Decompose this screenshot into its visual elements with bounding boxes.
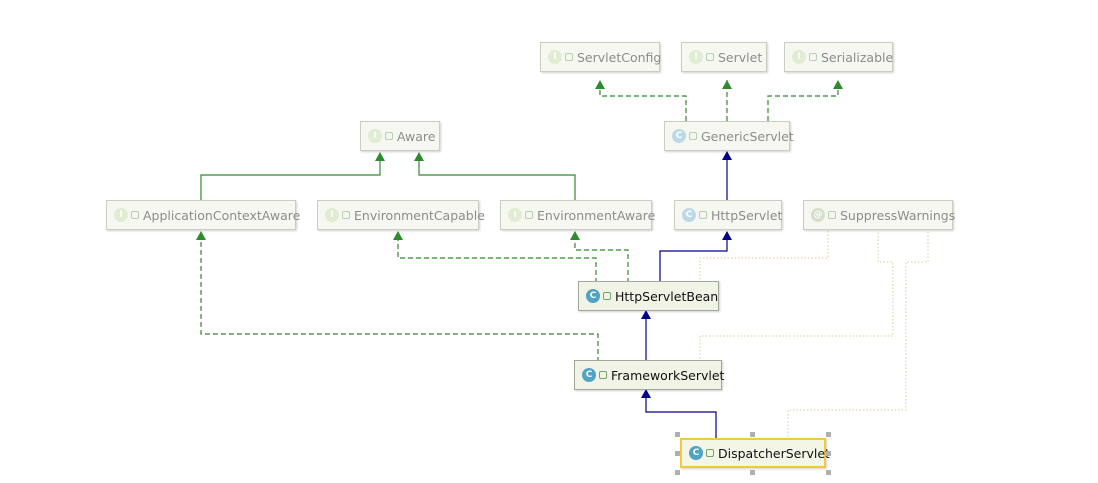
arrowhead-environmentaware bbox=[570, 231, 580, 240]
visibility-icon bbox=[565, 53, 573, 61]
node-label: Servlet bbox=[718, 49, 763, 65]
selection-handle-middle-left[interactable] bbox=[675, 451, 680, 456]
node-httpservlet[interactable]: C HttpServlet bbox=[674, 200, 782, 230]
link-dispatcherservlet-frameworkservlet bbox=[645, 398, 717, 440]
link-httpservletbean-httpservlet bbox=[659, 240, 728, 283]
node-httpservletbean[interactable]: C HttpServletBean bbox=[578, 281, 719, 311]
selection-handle-bottom-middle[interactable] bbox=[750, 470, 755, 475]
interface-icon: I bbox=[792, 50, 806, 64]
node-label: Serializable bbox=[821, 49, 894, 65]
visibility-icon bbox=[689, 132, 697, 140]
node-genericservlet[interactable]: C GenericServlet bbox=[664, 121, 794, 151]
class-icon: C bbox=[582, 368, 596, 382]
link-dispatcherservlet-suppresswarnings bbox=[787, 231, 929, 440]
node-label: Aware bbox=[397, 128, 436, 144]
green-arrowheads bbox=[196, 80, 843, 240]
visibility-icon bbox=[525, 211, 533, 219]
link-httpservletbean-environmentaware bbox=[574, 240, 629, 283]
node-dispatcherservlet[interactable]: C DispatcherServlet bbox=[680, 438, 830, 468]
extends-links bbox=[645, 160, 728, 440]
selection-handle-bottom-left[interactable] bbox=[675, 470, 680, 475]
node-label: HttpServlet bbox=[711, 207, 783, 223]
class-icon: C bbox=[672, 129, 686, 143]
selection-handle-top-right[interactable] bbox=[826, 432, 831, 437]
node-environmentaware[interactable]: I EnvironmentAware bbox=[500, 200, 656, 230]
class-icon: C bbox=[689, 446, 703, 460]
arrowhead-aware-right bbox=[414, 152, 424, 161]
node-applicationcontextaware[interactable]: I ApplicationContextAware bbox=[106, 200, 300, 230]
link-genericservlet-servletconfig bbox=[599, 80, 687, 121]
node-suppresswarnings[interactable]: @ SuppressWarnings bbox=[803, 200, 956, 230]
node-label: SuppressWarnings bbox=[840, 207, 956, 223]
interface-icon: I bbox=[548, 50, 562, 64]
interface-icon: I bbox=[508, 208, 522, 222]
link-environmentaware-aware bbox=[418, 160, 576, 200]
annotation-icon: @ bbox=[811, 208, 825, 222]
node-label: ServletConfig bbox=[577, 49, 662, 65]
interface-icon: I bbox=[368, 129, 382, 143]
visibility-icon bbox=[599, 371, 607, 379]
link-httpservletbean-environmentcapable bbox=[397, 240, 597, 283]
arrowhead-applicationcontextaware bbox=[196, 231, 206, 240]
selection-handle-top-left[interactable] bbox=[675, 432, 680, 437]
blue-arrowheads bbox=[641, 151, 732, 398]
node-serializable[interactable]: I Serializable bbox=[784, 42, 893, 72]
selection-handle-bottom-right[interactable] bbox=[826, 470, 831, 475]
node-label: DispatcherServlet bbox=[718, 445, 830, 461]
node-frameworkservlet[interactable]: C FrameworkServlet bbox=[574, 360, 725, 390]
node-label: FrameworkServlet bbox=[611, 367, 725, 383]
link-genericservlet-serializable bbox=[767, 80, 839, 121]
arrowhead-httpservlet bbox=[722, 231, 732, 240]
link-frameworkservlet-suppresswarnings bbox=[699, 231, 894, 362]
visibility-icon bbox=[809, 53, 817, 61]
node-servletconfig[interactable]: I ServletConfig bbox=[540, 42, 662, 72]
visibility-icon bbox=[603, 292, 611, 300]
visibility-icon bbox=[706, 53, 714, 61]
arrowhead-genericservlet bbox=[722, 151, 732, 160]
interface-icon: I bbox=[114, 208, 128, 222]
arrowhead-environmentcapable bbox=[393, 231, 403, 240]
visibility-icon bbox=[342, 211, 350, 219]
node-label: ApplicationContextAware bbox=[143, 207, 301, 223]
interface-icon: I bbox=[325, 208, 339, 222]
class-icon: C bbox=[682, 208, 696, 222]
node-environmentcapable[interactable]: I EnvironmentCapable bbox=[317, 200, 485, 230]
link-httpservletbean-suppresswarnings bbox=[699, 231, 829, 283]
selection-handle-middle-right[interactable] bbox=[826, 451, 831, 456]
visibility-icon bbox=[828, 211, 836, 219]
node-label: GenericServlet bbox=[701, 128, 794, 144]
interface-extends-links bbox=[200, 160, 576, 200]
selection-handle-top-middle[interactable] bbox=[750, 432, 755, 437]
link-frameworkservlet-applicationcontextaware bbox=[200, 240, 599, 362]
arrowhead-frameworkservlet bbox=[641, 389, 651, 398]
visibility-icon bbox=[385, 132, 393, 140]
arrowhead-servlet bbox=[722, 80, 732, 89]
interface-icon: I bbox=[689, 50, 703, 64]
arrowhead-servletconfig bbox=[595, 80, 605, 89]
visibility-icon bbox=[131, 211, 139, 219]
link-applicationcontextaware-aware bbox=[200, 160, 381, 200]
node-label: EnvironmentCapable bbox=[354, 207, 485, 223]
node-label: HttpServletBean bbox=[615, 288, 719, 304]
visibility-icon bbox=[699, 211, 707, 219]
class-icon: C bbox=[586, 289, 600, 303]
arrowhead-serializable bbox=[833, 80, 843, 89]
annotation-links bbox=[699, 231, 929, 440]
arrowhead-aware-left bbox=[375, 152, 385, 161]
arrowhead-httpservletbean bbox=[641, 310, 651, 319]
node-servlet[interactable]: I Servlet bbox=[681, 42, 767, 72]
visibility-icon bbox=[706, 449, 714, 457]
node-aware[interactable]: I Aware bbox=[360, 121, 440, 151]
node-label: EnvironmentAware bbox=[537, 207, 656, 223]
